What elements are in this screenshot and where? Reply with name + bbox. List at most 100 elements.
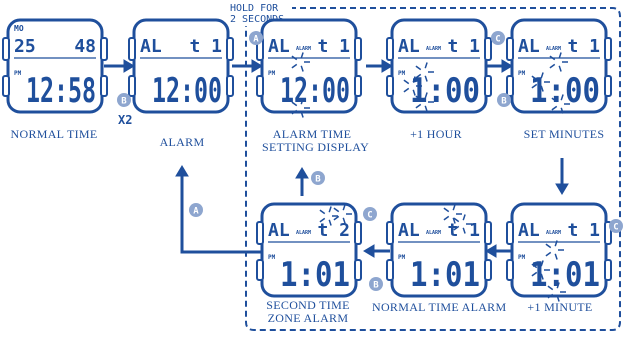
top-right-readout: t 1 xyxy=(567,220,600,241)
watch-tab xyxy=(226,37,234,61)
caption-normal-time: NORMAL TIME xyxy=(10,127,98,141)
watch-tab xyxy=(604,259,612,281)
caption-normal-time-alarm: NORMAL TIME ALARM xyxy=(372,300,507,314)
badge-circle xyxy=(249,31,263,45)
top-left-readout: AL xyxy=(518,220,540,241)
watch-tab xyxy=(354,75,362,97)
arrow-return xyxy=(180,176,264,254)
watch-tab xyxy=(354,37,362,61)
watch-tab xyxy=(100,37,108,61)
watch-tab xyxy=(506,37,514,61)
badge-a-return: A xyxy=(189,203,203,217)
arrows xyxy=(104,59,569,258)
flash-mark xyxy=(443,215,450,221)
watch-frame xyxy=(260,18,358,114)
alarm-indicator: ALARM xyxy=(546,230,561,236)
badge-circle xyxy=(117,93,131,107)
watch-tab xyxy=(604,37,612,61)
watch-frame xyxy=(390,18,488,114)
flash-mark xyxy=(558,65,562,72)
caption-second-zone-alarm: SECOND TIME ZONE ALARM xyxy=(266,298,350,325)
flash-mark xyxy=(547,285,554,291)
flash-mark xyxy=(531,263,538,269)
badge-letter: C xyxy=(495,35,500,45)
watch-tab xyxy=(2,37,10,61)
top-left-readout: AL xyxy=(268,36,290,57)
flash-mark xyxy=(462,214,466,221)
flash-mark xyxy=(424,105,428,112)
flash-mark xyxy=(342,217,346,224)
top-right-readout: t 1 xyxy=(567,36,600,57)
caption-alarm-time-setting: ALARM TIME SETTING DISPLAY xyxy=(262,127,370,154)
watch-tab xyxy=(386,259,394,281)
flash-mark xyxy=(328,206,332,213)
main-time-readout: 1:00 xyxy=(530,71,600,111)
top-left-readout: AL xyxy=(518,36,540,57)
top-right-readout: t 1 xyxy=(189,36,222,57)
badge-b-up: B xyxy=(311,171,325,185)
main-time-readout: 1:00 xyxy=(410,71,480,111)
watch-tab xyxy=(484,259,492,281)
flash-mark xyxy=(403,79,410,85)
flash-mark xyxy=(415,103,422,109)
caption-set-minutes: SET MINUTES xyxy=(523,127,605,141)
main-time-readout: 12:00 xyxy=(280,71,350,111)
flash-mark xyxy=(556,295,560,302)
caption-plus-minute: +1 MINUTE xyxy=(527,300,593,314)
badge-letter: B xyxy=(315,175,321,185)
pm-indicator: PM xyxy=(268,70,276,77)
watch-tab xyxy=(256,259,264,281)
flash-mark xyxy=(554,253,558,260)
watch-tab xyxy=(226,75,234,97)
watch-tab xyxy=(484,37,492,61)
badge-a-setting: A xyxy=(249,31,263,45)
flash-mark xyxy=(319,209,326,215)
watch-frame xyxy=(260,202,358,298)
flash-mark xyxy=(403,87,410,93)
flash-mark xyxy=(424,62,428,69)
watch-tab xyxy=(2,75,10,97)
flash-mark xyxy=(540,273,544,280)
flash-mark xyxy=(291,109,298,115)
top-right-readout: t 1 xyxy=(447,36,480,57)
flash-mark xyxy=(300,98,304,105)
flash-mark xyxy=(453,225,460,231)
flash-mark xyxy=(291,55,298,61)
watch-tab xyxy=(386,37,394,61)
badge-circle xyxy=(491,31,505,45)
badge-circle xyxy=(363,207,377,221)
watch-tab xyxy=(354,221,362,245)
flash-mark xyxy=(540,260,544,267)
flash-mark xyxy=(328,219,332,226)
watch-frame xyxy=(390,202,488,298)
flash-mark xyxy=(540,72,544,79)
watch-frame xyxy=(132,18,230,114)
flash-mark xyxy=(462,227,466,234)
alarm-indicator: ALARM xyxy=(426,46,441,52)
flash-mark xyxy=(560,107,564,114)
flash-mark xyxy=(412,89,416,96)
watch-tab xyxy=(604,75,612,97)
badge-b-alarm: B xyxy=(117,93,131,107)
flash-mark xyxy=(554,240,558,247)
watch-tab xyxy=(484,221,492,245)
flash-mark xyxy=(333,207,340,213)
watch-tab xyxy=(506,221,514,245)
caption-plus-hour: +1 HOUR xyxy=(410,127,462,141)
top-right-readout: t 1 xyxy=(317,36,350,57)
main-time-readout: 1:01 xyxy=(530,255,600,295)
flash-mark xyxy=(551,105,558,111)
pm-indicator: PM xyxy=(398,254,406,261)
flash-mark xyxy=(319,217,326,223)
badge-circle xyxy=(497,93,511,107)
flash-mark xyxy=(333,215,340,221)
flash-mark xyxy=(558,52,562,59)
watch-tab xyxy=(256,221,264,245)
watch-tab xyxy=(386,221,394,245)
